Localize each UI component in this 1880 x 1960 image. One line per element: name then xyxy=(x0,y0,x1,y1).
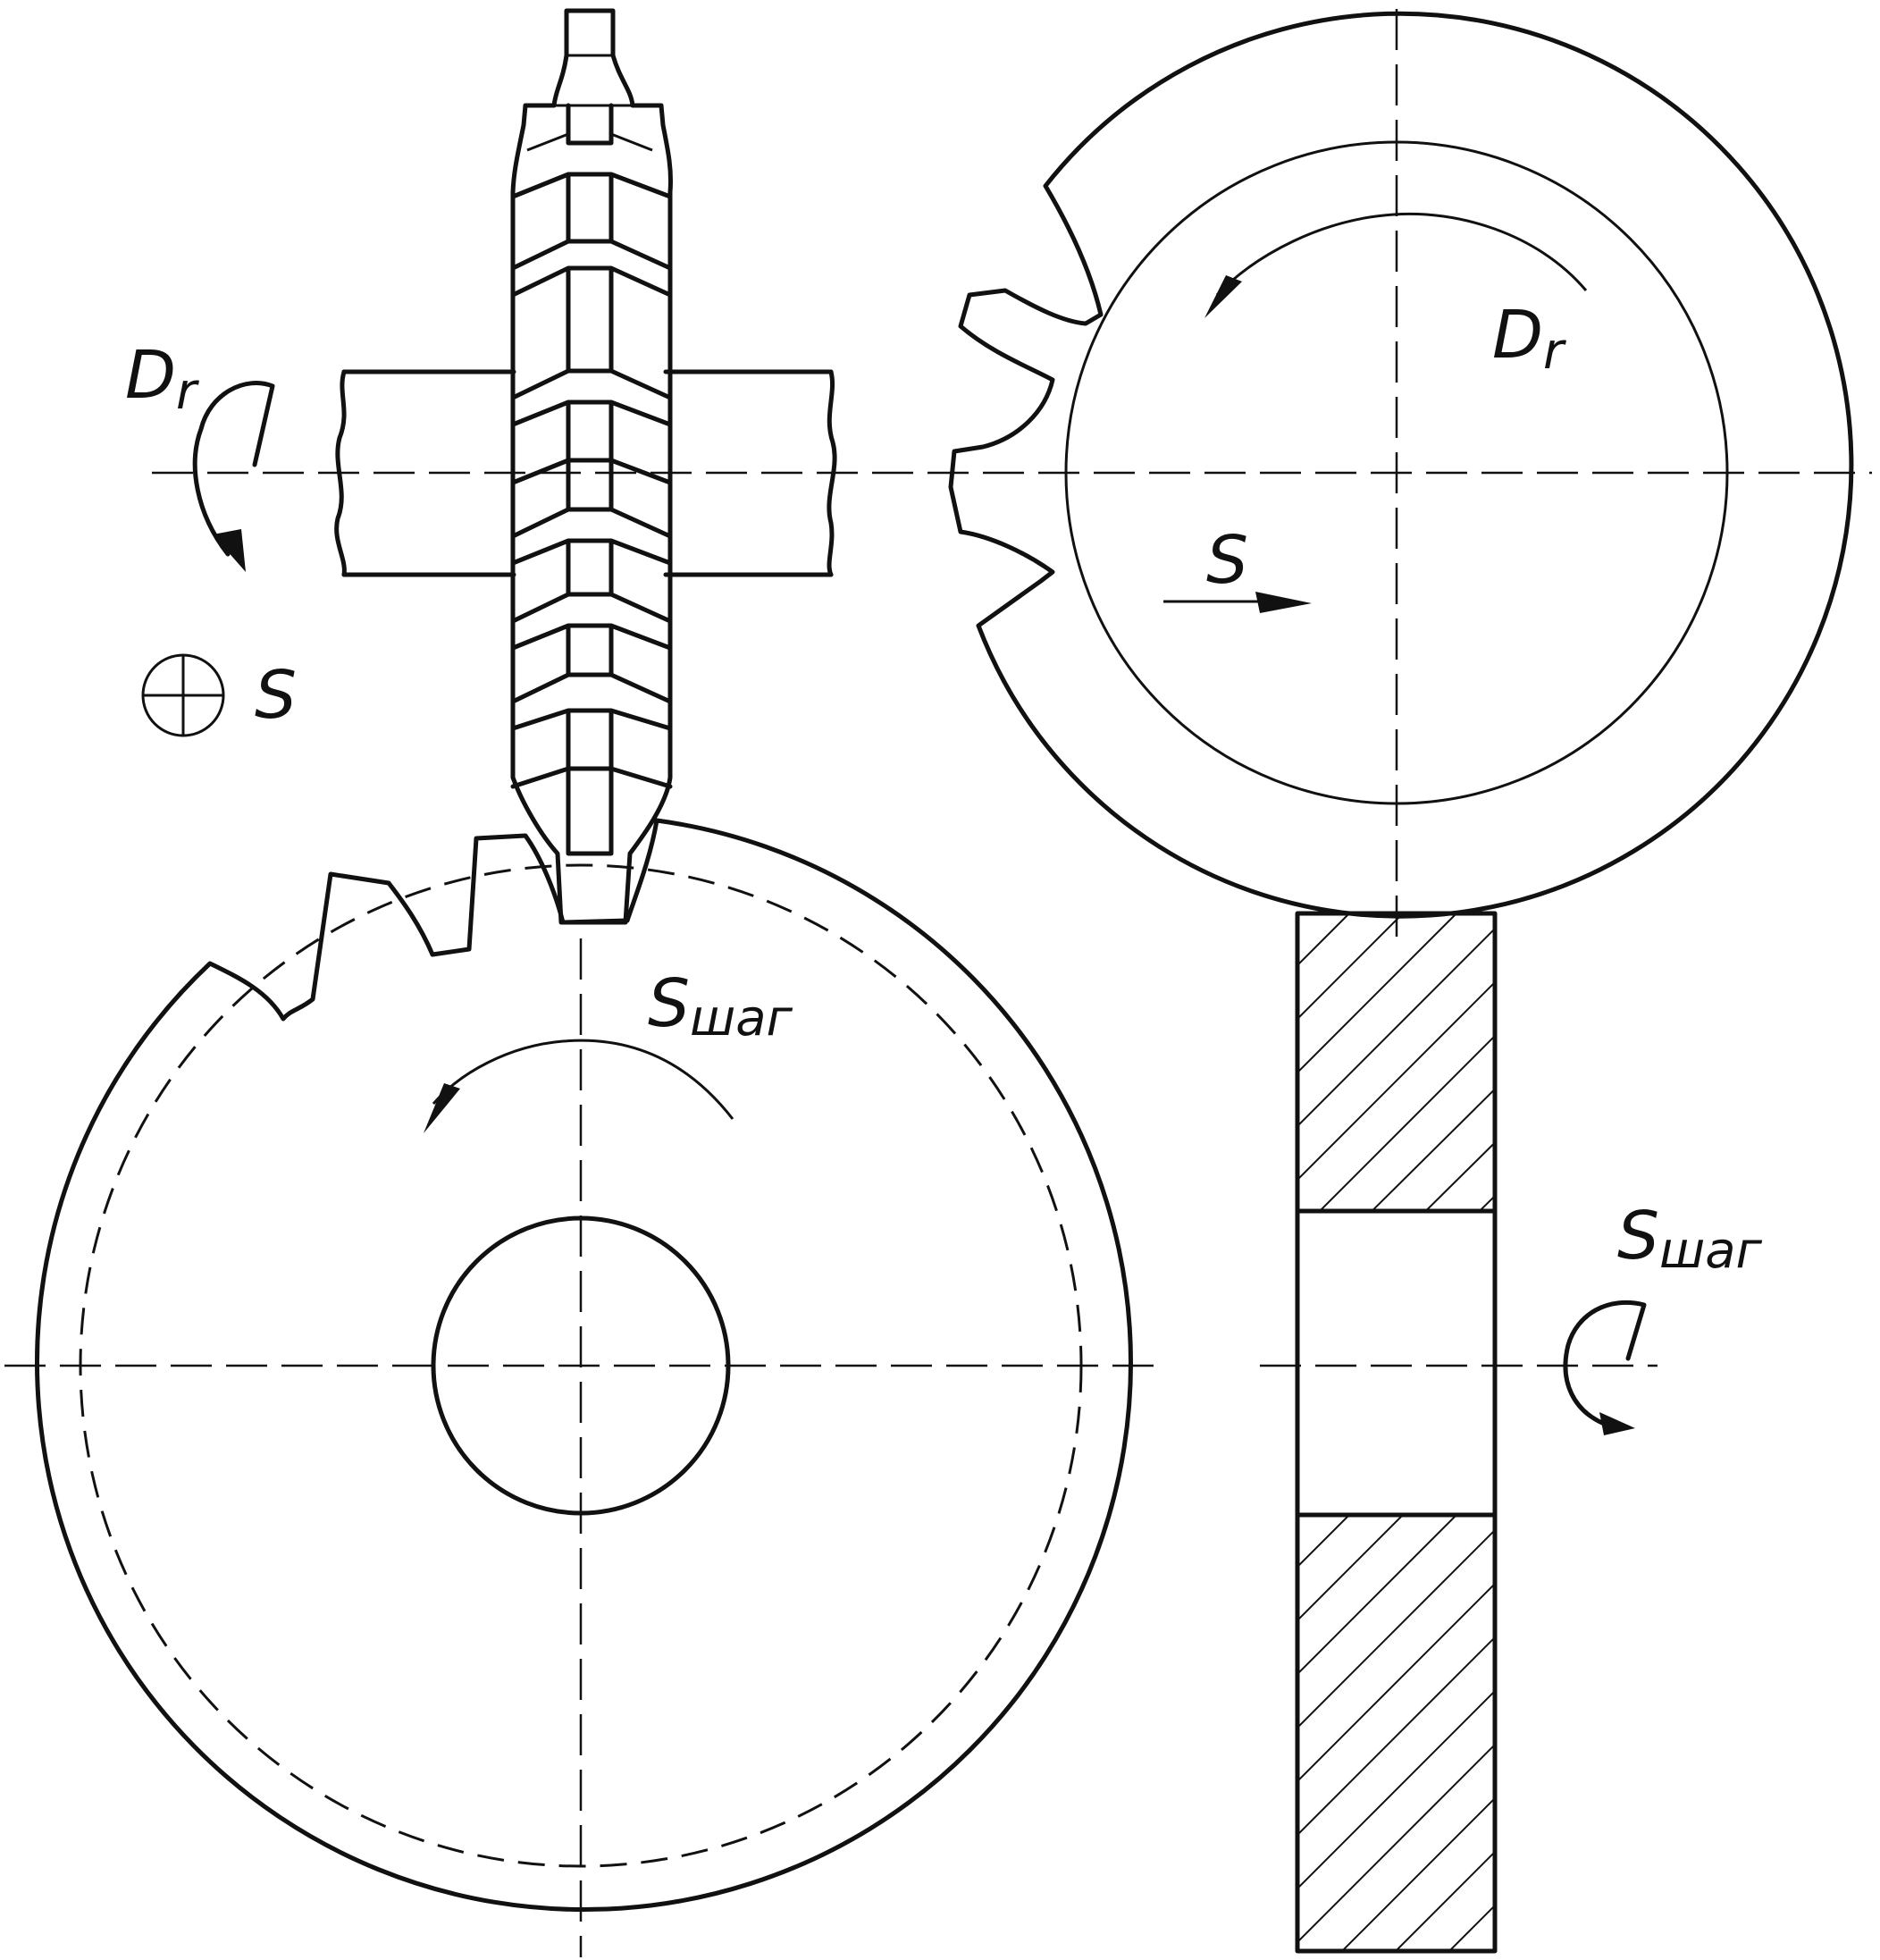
hob-shaft xyxy=(334,369,837,577)
center-lines xyxy=(4,9,1872,1957)
hob-teeth xyxy=(510,103,673,856)
section-outline xyxy=(1295,911,1498,1954)
side-index-arrow xyxy=(1563,1300,1647,1428)
gear-rotation-arrowhead xyxy=(1204,275,1242,318)
gear-rotation-label: Dr xyxy=(1492,297,1566,381)
motion-arrows xyxy=(141,212,1647,1435)
hob-rotation-arrowhead xyxy=(213,529,246,572)
hob-rotation-label: Dr xyxy=(125,337,199,421)
radial-feed-label: S xyxy=(1206,522,1248,599)
blank-index-arrowhead xyxy=(424,1083,460,1133)
gear-rotation-arrow xyxy=(1215,212,1588,297)
side-index-arrowhead xyxy=(1599,1412,1635,1435)
pitch-circle xyxy=(79,863,1083,1868)
side-index-label: Sшаг xyxy=(1617,1198,1763,1280)
axial-feed-label: S xyxy=(255,657,297,734)
blank-side-section xyxy=(1295,911,1498,1954)
gear-inner-circle xyxy=(1064,140,1729,805)
gear-outline-with-teeth xyxy=(948,11,1854,919)
workpiece-blank-front xyxy=(35,818,1133,1913)
blank-index-label: Sшаг xyxy=(648,965,793,1047)
hob-cutter xyxy=(510,8,673,925)
blank-outline-with-teeth xyxy=(35,818,1133,1913)
bore-circle xyxy=(431,1216,731,1516)
hob-rotation-arrow xyxy=(192,381,275,557)
blank-index-arrow xyxy=(432,1039,734,1120)
radial-feed-arrowhead xyxy=(1255,592,1312,613)
hatch-upper xyxy=(1297,913,1495,1211)
labels: Dr Dr S S Sшаг Sшаг xyxy=(125,297,1763,1280)
hatch-lower xyxy=(1297,1515,1495,1951)
gear-top-view xyxy=(948,11,1854,919)
